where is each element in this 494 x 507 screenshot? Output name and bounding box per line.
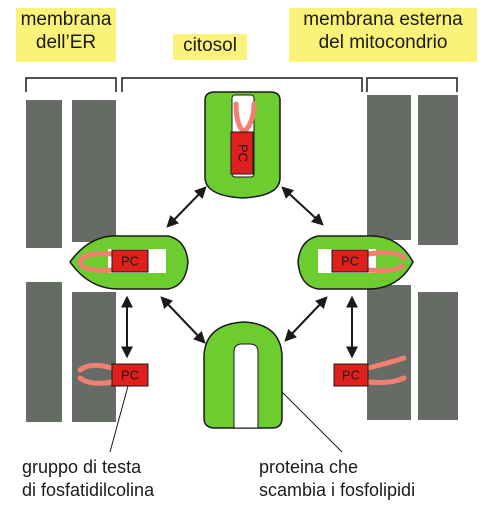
arrow-bottom-left	[162, 298, 204, 342]
arrow-bottom-right	[286, 298, 326, 340]
er-bracket	[26, 78, 116, 92]
exchange-protein-bottom	[204, 322, 282, 428]
pc-top-label: PC	[236, 144, 251, 162]
leader-exchange-protein	[282, 392, 342, 452]
er-inner-leaflet-lower	[72, 292, 116, 422]
mito-outer-leaflet-upper	[418, 95, 458, 245]
mito-inner-leaflet-lower	[367, 285, 411, 420]
mito-outer-leaflet-lower	[418, 292, 458, 420]
mito-inner-leaflet-upper	[367, 95, 411, 240]
er-outer-leaflet-lower	[26, 282, 62, 422]
arrow-top-right	[283, 188, 322, 224]
mito-bracket	[367, 78, 457, 92]
pc-right-protein-label: PC	[341, 253, 359, 268]
cytosol-bracket	[122, 78, 362, 92]
pc-left-protein-label: PC	[121, 253, 139, 268]
arrow-top-left	[168, 188, 205, 226]
er-inner-leaflet-upper	[72, 100, 116, 242]
pc-mito-membrane-label: PC	[342, 367, 360, 382]
er-outer-leaflet-upper	[26, 100, 62, 248]
pc-er-membrane-label: PC	[121, 367, 139, 382]
